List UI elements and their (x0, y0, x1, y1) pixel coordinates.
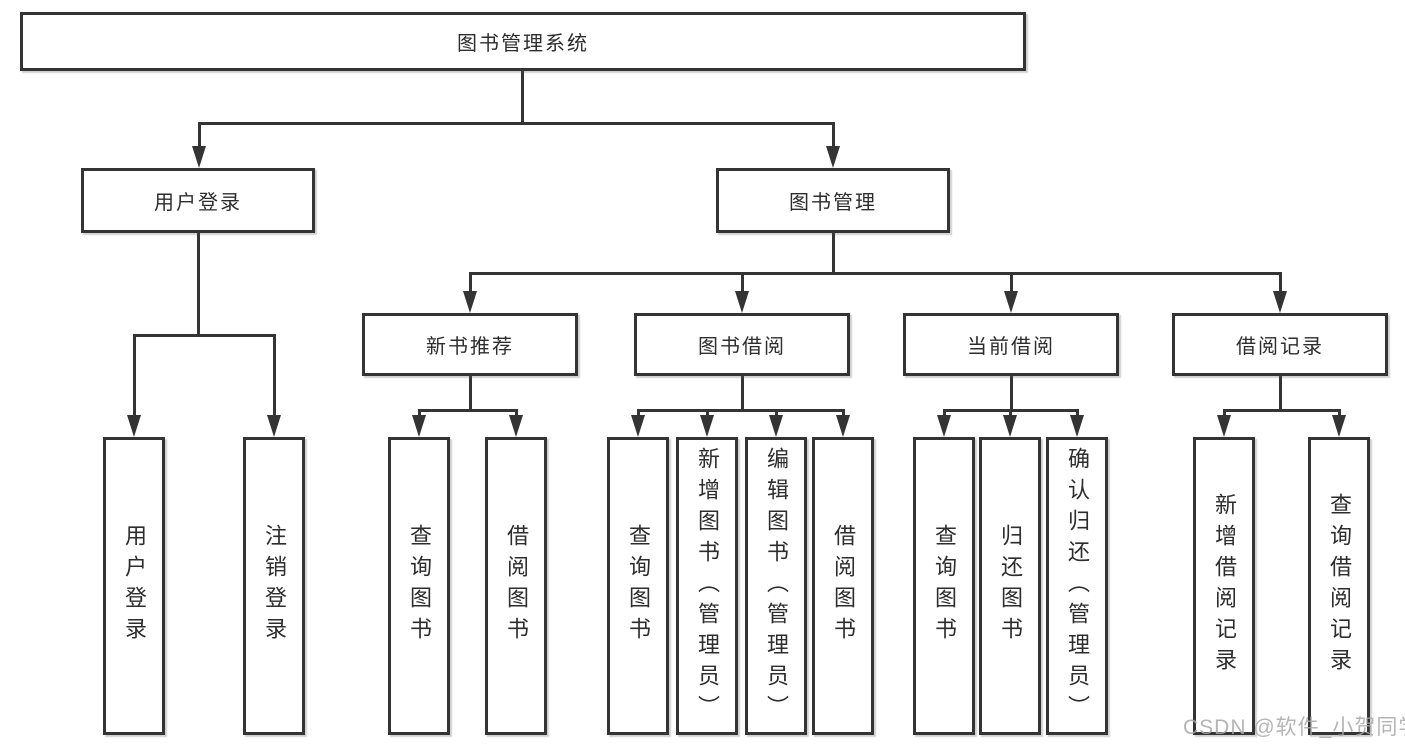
connector-line (1223, 409, 1226, 418)
leaf-query-book-1-label: 查询图书 (407, 524, 432, 648)
connector-line (1279, 272, 1282, 293)
node-borrow-record: 借阅记录 (1172, 313, 1388, 376)
arrow-down-icon (1217, 415, 1231, 437)
arrow-down-icon (836, 415, 850, 437)
connector-line (133, 334, 136, 417)
leaf-query-borrow-record-label: 查询借阅记录 (1327, 493, 1352, 679)
leaf-query-book-1: 查询图书 (388, 437, 450, 735)
arrow-down-icon (509, 415, 523, 437)
leaf-query-borrow-record: 查询借阅记录 (1308, 437, 1370, 735)
connector-line (515, 409, 518, 418)
leaf-add-borrow-record-label: 新增借阅记录 (1212, 493, 1237, 679)
csdn-watermark: CSDN @软件_小贺同学 (1183, 716, 1405, 739)
leaf-confirm-return-admin: 确认归还（管理员） (1046, 437, 1108, 735)
connector-line (133, 334, 276, 337)
connector-line (273, 334, 276, 417)
connector-line (832, 233, 835, 272)
leaf-query-book-2: 查询图书 (607, 437, 669, 735)
node-new-book-recommend: 新书推荐 (362, 313, 578, 376)
connector-line (1338, 409, 1341, 418)
connector-line (832, 122, 835, 148)
connector-line (197, 233, 200, 334)
node-book-management: 图书管理 (716, 168, 950, 233)
arrow-down-icon (1070, 415, 1084, 437)
node-user-login-label: 用户登录 (154, 192, 242, 214)
connector-line (706, 409, 709, 418)
connector-line (842, 409, 845, 418)
leaf-borrow-book-2: 借阅图书 (812, 437, 874, 735)
arrow-down-icon (267, 415, 281, 437)
arrow-down-icon (700, 415, 714, 437)
arrow-down-icon (463, 291, 477, 313)
connector-line (469, 272, 472, 293)
connector-line (741, 272, 744, 293)
node-borrow-record-label: 借阅记录 (1236, 336, 1324, 358)
leaf-add-book-admin: 新增图书（管理员） (676, 437, 738, 735)
leaf-add-book-admin-label: 新增图书（管理员） (695, 446, 720, 726)
arrow-down-icon (735, 291, 749, 313)
arrow-down-icon (412, 415, 426, 437)
connector-line (1010, 376, 1013, 409)
leaf-user-login: 用户登录 (103, 437, 165, 735)
connector-line (943, 409, 946, 418)
node-user-login: 用户登录 (81, 168, 315, 233)
arrow-down-icon (192, 146, 206, 168)
node-root: 图书管理系统 (20, 12, 1026, 71)
connector-line (741, 376, 744, 409)
node-new-book-recommend-label: 新书推荐 (426, 336, 514, 358)
leaf-user-login-label: 用户登录 (122, 524, 147, 648)
arrow-down-icon (1273, 291, 1287, 313)
node-current-borrow-label: 当前借阅 (967, 336, 1055, 358)
node-current-borrow: 当前借阅 (903, 313, 1119, 376)
connector-line (637, 409, 845, 412)
arrow-down-icon (1004, 291, 1018, 313)
leaf-borrow-book-1-label: 借阅图书 (504, 524, 529, 648)
connector-line (469, 376, 472, 409)
node-book-management-label: 图书管理 (789, 192, 877, 214)
arrow-down-icon (769, 415, 783, 437)
connector-line (1010, 272, 1013, 293)
leaf-borrow-book-1: 借阅图书 (485, 437, 547, 735)
node-root-label: 图书管理系统 (457, 33, 589, 55)
leaf-confirm-return-admin-label: 确认归还（管理员） (1065, 446, 1090, 726)
connector-line (1076, 409, 1079, 418)
leaf-return-book-label: 归还图书 (998, 524, 1023, 648)
leaf-query-book-3: 查询图书 (913, 437, 975, 735)
arrow-down-icon (937, 415, 951, 437)
connector-line (418, 409, 518, 412)
node-book-borrow-label: 图书借阅 (698, 336, 786, 358)
leaf-edit-book-admin-label: 编辑图书（管理员） (764, 446, 789, 726)
leaf-edit-book-admin: 编辑图书（管理员） (745, 437, 807, 735)
leaf-return-book: 归还图书 (979, 437, 1041, 735)
arrow-down-icon (127, 415, 141, 437)
connector-line (1009, 409, 1012, 418)
connector-line (198, 122, 834, 125)
node-book-borrow: 图书借阅 (634, 313, 850, 376)
leaf-query-book-2-label: 查询图书 (626, 524, 651, 648)
arrow-down-icon (631, 415, 645, 437)
connector-line (521, 71, 524, 122)
arrow-down-icon (1332, 415, 1346, 437)
connector-line (469, 272, 1282, 275)
connector-line (1223, 409, 1341, 412)
connector-line (637, 409, 640, 418)
connector-line (198, 122, 201, 148)
connector-line (418, 409, 421, 418)
leaf-borrow-book-2-label: 借阅图书 (831, 524, 856, 648)
leaf-logout-label: 注销登录 (262, 524, 287, 648)
connector-line (1279, 376, 1282, 409)
leaf-logout: 注销登录 (243, 437, 305, 735)
leaf-add-borrow-record: 新增借阅记录 (1193, 437, 1255, 735)
connector-line (775, 409, 778, 418)
arrow-down-icon (826, 146, 840, 168)
leaf-query-book-3-label: 查询图书 (932, 524, 957, 648)
arrow-down-icon (1003, 415, 1017, 437)
